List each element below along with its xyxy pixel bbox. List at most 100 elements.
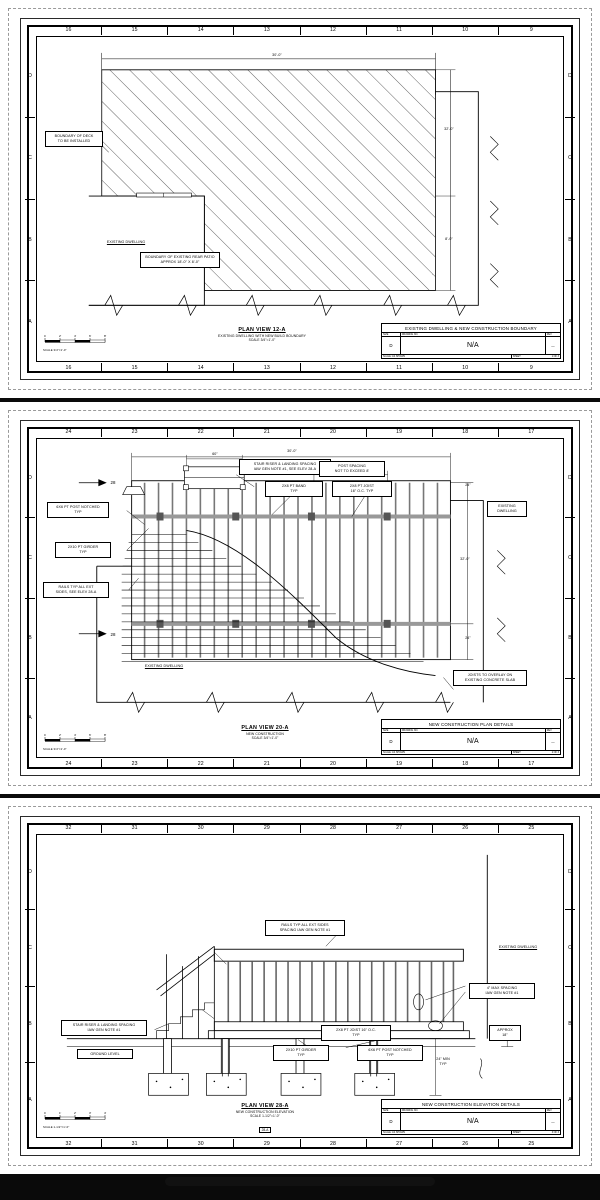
- sheet-gap-1: [0, 398, 600, 402]
- zone-label: B: [565, 200, 575, 282]
- sheet-1-zone-row-bottom: 16 15 14 13 12 11 10 9: [36, 363, 564, 373]
- zone-label: 16: [36, 363, 103, 373]
- svg-text:4': 4': [74, 334, 77, 338]
- title-block-rev: REV —: [545, 729, 560, 750]
- sheet-1-zone-col-left: D C B A: [25, 36, 35, 362]
- zone-label: D: [565, 834, 575, 911]
- zone-label: 29: [234, 1139, 301, 1149]
- svg-text:8': 8': [104, 733, 107, 737]
- sheet-1-overall-width-dim: 30'-0": [272, 53, 282, 57]
- sheet-3-title-block[interactable]: NEW CONSTRUCTION ELEVATION DETAILS SIZE …: [381, 1099, 561, 1135]
- sheet-footer-right: 2 OF 3: [551, 751, 559, 754]
- title-block-scale-footer: SCALE: AS SHOWN: [382, 1131, 512, 1134]
- rev-value: —: [551, 739, 555, 744]
- view-title-subtitle: NEW CONSTRUCTION ELEVATION: [235, 1109, 295, 1114]
- title-block-title: NEW CONSTRUCTION PLAN DETAILS: [382, 720, 560, 730]
- sheet-2-view-title: PLAN VIEW 20-A NEW CONSTRUCTION SCALE 3/…: [202, 725, 328, 740]
- title-block-title: EXISTING DWELLING & NEW CONSTRUCTION BOU…: [382, 324, 560, 334]
- rev-header: REV: [545, 1109, 560, 1114]
- sheet-1-right-upper-dim: 32'-0": [444, 127, 454, 131]
- zone-label: 32: [36, 823, 103, 833]
- zone-label: 20: [301, 759, 367, 769]
- svg-text:0: 0: [44, 733, 46, 737]
- zone-label: B: [565, 599, 575, 679]
- sheet-2-dashed-frame: [8, 410, 592, 786]
- size-value: D: [389, 343, 393, 349]
- rev-value: —: [551, 343, 555, 348]
- scale-bar-label: SCALE 3/4"=1'-0": [43, 347, 67, 352]
- sheet-3-zone-row-bottom: 32 31 30 29 28 27 26 25: [36, 1139, 564, 1149]
- sheet-1-zone-col-right: D C B A: [565, 36, 575, 362]
- svg-text:8': 8': [104, 334, 107, 338]
- title-block-drawing-no: DRAWING NO. N/A: [400, 333, 546, 354]
- zone-label: 22: [168, 427, 235, 437]
- sheet-2-title-block[interactable]: NEW CONSTRUCTION PLAN DETAILS SIZE D DRA…: [381, 719, 561, 755]
- sheet-3-drawing-area[interactable]: EXISTING DWELLING RAILS TYP ALL EXT SIDE…: [36, 834, 564, 1138]
- title-block-rev: REV —: [545, 333, 560, 354]
- sheet-2-drawing-area[interactable]: 30'-0" 60" 24" 32'-0" 24" 28 28 6X6 PT P…: [36, 438, 564, 758]
- sheet-1-drawing-area[interactable]: 30'-0" 32'-0" 8'-0" BOUNDARY OF DECK TO …: [36, 36, 564, 362]
- dwg-header: DRAWING NO.: [400, 333, 545, 338]
- sheet-1-view-title: PLAN VIEW 12-A EXISTING DWELLING WITH NE…: [197, 327, 327, 342]
- dwg-header: DRAWING NO.: [400, 1109, 545, 1114]
- zone-label: 21: [234, 427, 301, 437]
- zone-label: B: [25, 200, 35, 282]
- zone-label: 12: [301, 25, 367, 35]
- dwg-value: N/A: [466, 342, 479, 350]
- sheet-2[interactable]: 24 23 22 21 20 19 18 17 24 23 22 21 20 1…: [0, 402, 600, 794]
- sheet-3-zone-col-right: D C B A: [565, 834, 575, 1138]
- sheet-footer-left: SHEET: [512, 1131, 521, 1134]
- sheet-1-zone-row-top: 16 15 14 13 12 11 10 9: [36, 25, 564, 35]
- zone-label: 31: [102, 823, 169, 833]
- note-joist-elev: 2X8 PT JOIST 16" O.C. TYP: [321, 1025, 391, 1041]
- zone-label: 13: [234, 25, 301, 35]
- zone-label: 25: [528, 1141, 535, 1147]
- zone-label: 30: [168, 1139, 235, 1149]
- view-title-scale: SCALE 3/4"=1'-0": [251, 736, 279, 741]
- zone-label: 24: [36, 427, 103, 437]
- view-title-name: PLAN VIEW 28-A: [241, 1103, 289, 1109]
- title-block-rev: REV —: [545, 1109, 560, 1130]
- title-block-size: SIZE D: [382, 1109, 401, 1130]
- note-existing-dwelling-right: EXISTING DWELLING: [487, 501, 527, 517]
- title-block-sheet-footer: SHEET 1 OF 3: [512, 355, 560, 358]
- zone-label: D: [25, 834, 35, 911]
- zone-label: 9: [529, 365, 533, 371]
- view-title-subtitle: EXISTING DWELLING WITH NEW BUILD BOUNDAR…: [217, 333, 307, 338]
- zone-label: 10: [433, 25, 499, 35]
- note-band: 2X8 PT BAND TYP: [265, 481, 323, 497]
- zone-label: 31: [102, 1139, 169, 1149]
- zone-label: C: [25, 518, 35, 599]
- view-title-subtitle: NEW CONSTRUCTION: [246, 731, 284, 736]
- home-indicator[interactable]: [165, 1177, 435, 1186]
- sheet-1[interactable]: 16 15 14 13 12 11 10 9 16 15 14 13 12 11…: [0, 0, 600, 398]
- zone-label: 22: [168, 759, 235, 769]
- rev-header: REV: [545, 333, 560, 338]
- sheet-1-title-block[interactable]: EXISTING DWELLING & NEW CONSTRUCTION BOU…: [381, 323, 561, 359]
- zone-label: 23: [102, 427, 169, 437]
- sheet-2-zone-col-right: D C B A: [565, 438, 575, 758]
- svg-text:4': 4': [104, 1111, 107, 1115]
- title-block-drawing-no: DRAWING NO. N/A: [400, 1109, 546, 1130]
- zone-label: 27: [367, 823, 433, 833]
- size-header: SIZE: [382, 333, 400, 338]
- note-stair-riser-elev: STAIR RISER & LANDING SPACING IAW GEN NO…: [61, 1020, 147, 1036]
- zone-label: 19: [367, 427, 433, 437]
- sheet-2-right-lower-dim: 24": [465, 636, 471, 640]
- zone-label: 16: [36, 25, 103, 35]
- zone-label: C: [25, 910, 35, 987]
- size-value: D: [389, 1119, 393, 1125]
- zone-label: 11: [367, 363, 433, 373]
- zone-label: A: [568, 318, 572, 325]
- title-block-sheet-footer: SHEET 3 OF 3: [512, 1131, 560, 1134]
- zone-label: 18: [433, 427, 499, 437]
- zone-label: 32: [36, 1139, 103, 1149]
- title-block-drawing-no: DRAWING NO. N/A: [400, 729, 546, 750]
- sheet-3[interactable]: 32 31 30 29 28 27 26 25 32 31 30 29 28 2…: [0, 798, 600, 1174]
- note-post-spacing: POST SPACING NOT TO EXCEED 8': [319, 461, 385, 477]
- zone-label: A: [568, 715, 572, 722]
- view-title-scale: SCALE 1-1/2"=1'-0": [250, 1114, 280, 1119]
